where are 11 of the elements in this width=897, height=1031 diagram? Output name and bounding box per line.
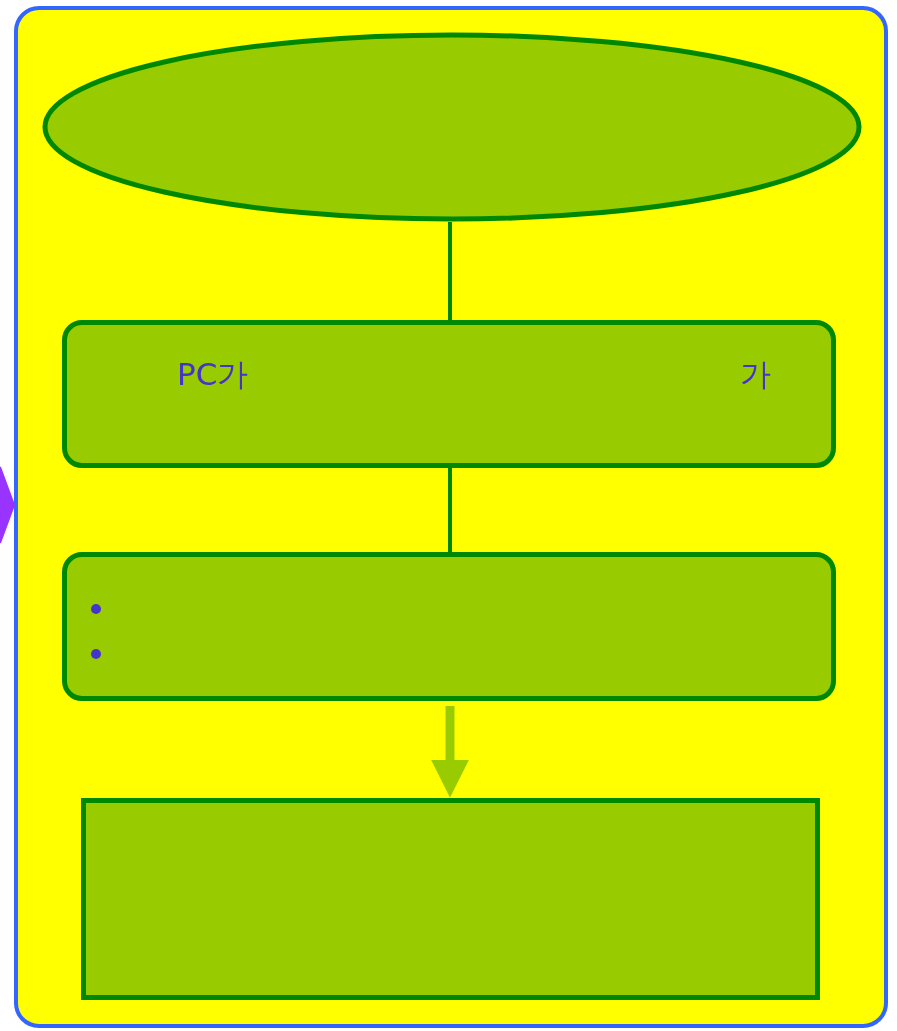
connector-line <box>448 222 452 320</box>
panel-background <box>14 6 888 1028</box>
arrow <box>431 706 469 798</box>
ellipse-node <box>42 32 862 222</box>
chevron-arrow <box>0 466 16 544</box>
rounded-box <box>62 320 836 468</box>
connector-line <box>448 468 452 552</box>
box-text: 가 <box>740 359 771 390</box>
box-text: PC가 <box>177 359 249 390</box>
rectangle-node <box>81 798 820 1000</box>
rounded-box <box>62 552 836 701</box>
